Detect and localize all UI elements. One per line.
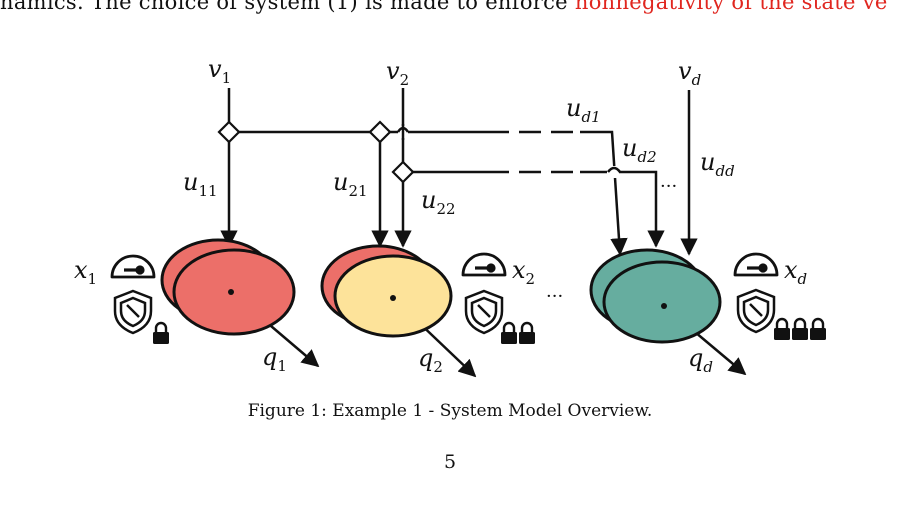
- junction-3: [391, 160, 415, 184]
- label-u22: u22: [421, 186, 456, 218]
- body-text-highlight: nonnegativity of the state ve: [574, 0, 888, 14]
- body-text-line: namics. The choice of system (1) is made…: [0, 0, 900, 14]
- lock-icon: [792, 317, 808, 340]
- junction-1: [217, 120, 241, 144]
- label-udd: udd: [700, 148, 735, 180]
- ellipsis-middle: ···: [546, 286, 563, 307]
- gauge-icon: [733, 252, 779, 277]
- locks: [153, 317, 826, 344]
- figure-caption: Figure 1: Example 1 - System Model Overv…: [247, 401, 653, 421]
- gauge-icon: [110, 254, 156, 279]
- lock-icon: [810, 317, 826, 340]
- lock-icon: [153, 321, 169, 344]
- junction-2: [368, 120, 392, 144]
- lock-icon: [519, 321, 535, 344]
- label-xd: xd: [784, 256, 807, 288]
- nodes: [160, 238, 722, 344]
- system-model-figure: v1 v2 vd u11 u21 u22 ud1 ud2 udd x1 x2 x…: [74, 55, 826, 378]
- label-ud2: ud2: [622, 134, 657, 166]
- label-vd: vd: [678, 57, 701, 89]
- wire-ud2: [580, 170, 665, 248]
- gauge-icon: [461, 252, 507, 277]
- label-v1: v1: [208, 55, 231, 87]
- label-qd: qd: [688, 344, 713, 376]
- shields: [113, 288, 776, 335]
- label-u21: u21: [333, 168, 368, 200]
- label-ud1: ud1: [566, 94, 601, 126]
- label-x1: x1: [74, 256, 97, 288]
- label-v2: v2: [386, 57, 409, 89]
- label-x2: x2: [512, 256, 535, 288]
- gauges: [110, 252, 779, 279]
- junctions: [217, 120, 415, 184]
- label-u11: u11: [183, 168, 218, 200]
- shield-icon: [113, 289, 153, 335]
- lock-icon: [501, 321, 517, 344]
- body-text-prefix: namics. The choice of system (1) is made…: [0, 0, 575, 14]
- shield-icon: [736, 288, 776, 334]
- node-d: [602, 260, 722, 344]
- ellipsis-top: ···: [660, 176, 677, 197]
- wire-ud1: [580, 130, 628, 256]
- label-q1: q1: [262, 343, 287, 375]
- shield-icon: [464, 289, 504, 335]
- label-q2: q2: [418, 344, 443, 376]
- lock-icon: [774, 317, 790, 340]
- page-number: 5: [443, 451, 457, 473]
